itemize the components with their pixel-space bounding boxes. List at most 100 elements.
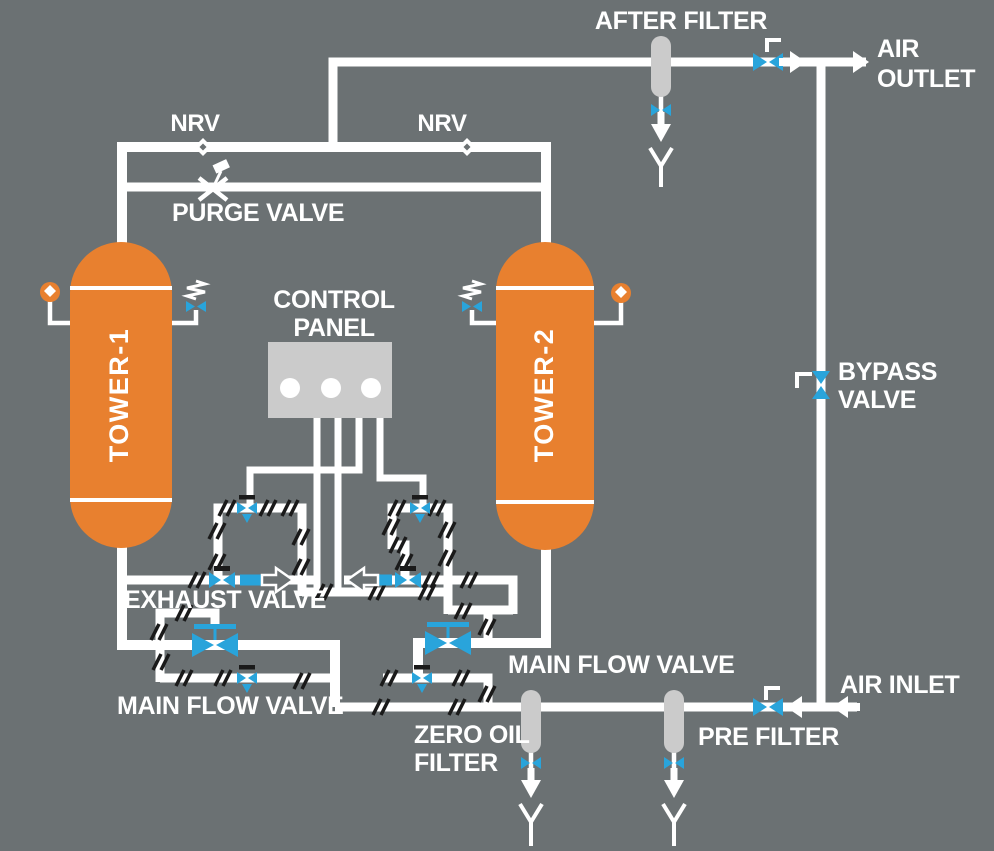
valve-icon bbox=[753, 53, 767, 71]
safety-relief-valve-left bbox=[181, 279, 211, 312]
pilot-valve bbox=[410, 495, 430, 523]
after-filter-element bbox=[651, 36, 671, 97]
drain-valve bbox=[521, 757, 541, 769]
nrv-diamond-center bbox=[199, 143, 207, 151]
nrv-left-label: NRV bbox=[170, 110, 220, 137]
panel-button-icon bbox=[361, 378, 381, 398]
main-flow-valve-right-label: MAIN FLOW VALVE bbox=[508, 651, 735, 679]
exhaust-arrow-right-icon bbox=[260, 565, 296, 595]
valve-icon bbox=[223, 572, 235, 588]
valve-handle-icon bbox=[194, 624, 236, 629]
arrow-head bbox=[790, 51, 806, 73]
spring-icon bbox=[457, 279, 487, 301]
control-panel-label: CONTROL bbox=[273, 286, 395, 314]
bypass-valve-symbol bbox=[795, 371, 830, 399]
drain-arrow-stem bbox=[670, 768, 678, 782]
pressure-gauge-right bbox=[611, 283, 631, 303]
air-outlet-label: OUTLET bbox=[877, 65, 975, 93]
solenoid-cap-icon bbox=[239, 495, 255, 500]
drain-arrow-icon bbox=[521, 780, 541, 798]
air-inlet-label: AIR INLET bbox=[840, 671, 960, 699]
valve-icon bbox=[209, 572, 221, 588]
drain-y-icon bbox=[661, 802, 687, 846]
relief1-tube bbox=[170, 310, 199, 326]
valve-icon bbox=[409, 572, 421, 588]
pilot-valve-icon bbox=[248, 672, 257, 684]
drain-arrow-stem bbox=[527, 768, 535, 782]
purge-valve-actuator bbox=[212, 159, 230, 174]
drain-valve-icon bbox=[651, 104, 660, 116]
pilot-valve-icon bbox=[237, 672, 246, 684]
purge-valve-symbol bbox=[197, 159, 230, 202]
spring-icon bbox=[181, 279, 211, 301]
tower-2-seams bbox=[496, 286, 594, 504]
pre-filter-label: PRE FILTER bbox=[698, 723, 839, 751]
instrument-tubing bbox=[47, 95, 677, 772]
gauge2-tube bbox=[593, 302, 624, 326]
relief-valve-icon bbox=[473, 301, 482, 312]
valve-icon bbox=[812, 386, 830, 399]
valve-icon bbox=[395, 572, 407, 588]
zero-oil-filter-label: ZERO OIL bbox=[414, 721, 530, 749]
pilot-valve-icon bbox=[412, 672, 421, 684]
purge-valve-label: PURGE VALVE bbox=[172, 199, 344, 227]
valve-stem bbox=[446, 626, 450, 638]
drain-y-icon bbox=[518, 802, 544, 846]
pilot-loop-left bbox=[213, 503, 307, 596]
main-flow-pipe-left bbox=[117, 640, 340, 707]
nrv-diamond-center bbox=[463, 143, 471, 151]
after-filter-label: AFTER FILTER bbox=[595, 7, 768, 35]
valve-flag-icon bbox=[765, 38, 781, 52]
gauge-needle-icon bbox=[44, 285, 56, 297]
tower-1-seams bbox=[70, 286, 172, 502]
purge-valve-stem bbox=[211, 170, 223, 189]
nrv-right-label: NRV bbox=[417, 110, 467, 137]
pilot-pointer-icon bbox=[242, 514, 252, 523]
flow-arrows bbox=[260, 51, 869, 718]
drain-outlet bbox=[648, 112, 674, 187]
tower-2-label: TOWER-2 bbox=[529, 328, 559, 463]
exhaust-arrow-left-icon bbox=[344, 565, 380, 595]
exhaust-valve-right-symbol bbox=[395, 566, 421, 588]
tower-1-vessel: TOWER-1 bbox=[70, 242, 172, 548]
pilot-pointer-icon bbox=[415, 514, 425, 523]
control-line-4 bbox=[376, 418, 427, 507]
pre-filter-element bbox=[664, 690, 684, 753]
valve-icon bbox=[753, 698, 767, 716]
hose-hatch-marks bbox=[149, 499, 497, 716]
solenoid-cap-icon bbox=[239, 665, 255, 670]
valve-flag-icon bbox=[795, 372, 812, 388]
diagram-labels: AFTER FILTER AIR OUTLET NRV NRV PURGE VA… bbox=[117, 7, 976, 777]
drain-valve bbox=[664, 757, 684, 769]
relief2-tube bbox=[469, 310, 499, 326]
valve-icon bbox=[769, 53, 783, 71]
pilot-valve bbox=[237, 495, 257, 523]
drain-valve bbox=[651, 104, 671, 116]
main-flow-valve-right-symbol bbox=[425, 622, 471, 655]
safety-relief-valve-right bbox=[457, 279, 487, 312]
bypass-valve-label: BYPASS bbox=[838, 358, 937, 386]
control-line-3 bbox=[246, 418, 363, 505]
valve-icon bbox=[812, 371, 830, 384]
butterfly-valve-icon bbox=[216, 633, 238, 657]
drain-y-icon bbox=[648, 146, 674, 187]
pilot-valve-icon bbox=[410, 502, 419, 514]
pilot-valve bbox=[237, 665, 257, 693]
drain-outlet bbox=[661, 768, 687, 846]
drain-arrow-icon bbox=[664, 780, 684, 798]
arrow-stem bbox=[847, 703, 860, 711]
inlet-shutoff-valve bbox=[753, 686, 783, 716]
tower-2-vessel: TOWER-2 bbox=[496, 242, 594, 550]
drain-outlet bbox=[518, 768, 544, 846]
pilot-pointer-icon bbox=[242, 684, 252, 693]
bypass-valve-label: VALVE bbox=[838, 386, 916, 414]
gauge1-tube bbox=[47, 300, 72, 326]
zero-oil-filter-label: FILTER bbox=[414, 749, 498, 777]
outlet-header-pipe bbox=[328, 57, 866, 147]
pilot-valve-icon bbox=[421, 502, 430, 514]
relief-valve-icon bbox=[197, 301, 206, 312]
pilot-pointer-icon bbox=[417, 684, 427, 693]
arrow-stem bbox=[779, 58, 792, 66]
pilot-valve-icon bbox=[423, 672, 432, 684]
butterfly-valve-icon bbox=[192, 633, 214, 657]
